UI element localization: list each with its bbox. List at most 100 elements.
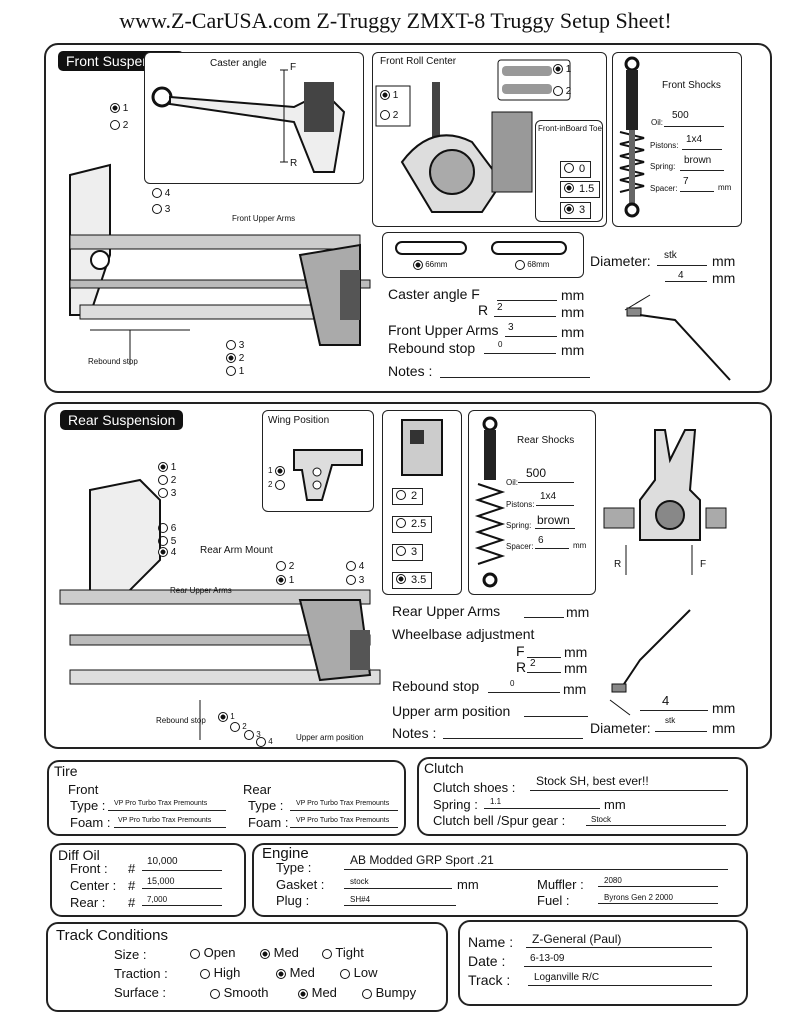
engine-fuel-value[interactable]: Byrons Gen 2 2000 <box>604 893 673 902</box>
race-date-value[interactable]: 6-13-09 <box>530 953 565 964</box>
roll-center-right-opt-1[interactable]: 1 <box>553 64 571 75</box>
track-size-opt-open[interactable]: Open <box>190 945 235 960</box>
front-rod-drawing <box>624 294 731 381</box>
rear-shock-drawing <box>474 416 506 588</box>
race-track-label: Track : <box>468 972 511 988</box>
front-caster-r-label: R <box>478 302 489 318</box>
rear-hole-opt-5[interactable]: 5 <box>158 536 176 547</box>
rear-bottom-hole-3[interactable]: 3 <box>244 730 261 740</box>
track-surface-opt-bumpy[interactable]: Bumpy <box>362 985 416 1000</box>
rear-diameter-value[interactable]: stk <box>665 716 676 725</box>
clutch-bell-value[interactable]: Stock <box>591 815 612 824</box>
rear-bottom-hole-2[interactable]: 2 <box>230 722 247 732</box>
front-caster-f-label: Caster angle F <box>388 286 480 302</box>
rear-bottom-hole-1[interactable]: 1 <box>218 712 235 722</box>
tire-front-type-value[interactable]: VP Pro Turbo Trax Premounts <box>114 800 208 807</box>
rear-hole-opt-4[interactable]: 4 <box>158 547 176 558</box>
track-traction-opt-high[interactable]: High <box>200 965 240 980</box>
front-diameter-value2[interactable]: 4 <box>678 270 684 281</box>
rear-pistons-value[interactable]: 1x4 <box>540 491 557 502</box>
tire-rear-type-value[interactable]: VP Pro Turbo Trax Premounts <box>296 800 390 807</box>
diff-front-value[interactable]: 10,000 <box>147 856 178 867</box>
front-bottom-opt-2[interactable]: 2 <box>226 353 244 364</box>
rear-hub-opt-3-5[interactable]: 3.5 <box>392 572 433 589</box>
toe-opt-3[interactable]: 3 <box>560 202 592 219</box>
rear-arm-mount-opt-1[interactable]: 1 <box>276 575 294 586</box>
track-size-opt-med[interactable]: Med <box>260 945 299 960</box>
front-spring-value[interactable]: brown <box>684 155 712 166</box>
roll-center-left-opt-1[interactable]: 1 <box>380 90 398 101</box>
toe-opt-1-5[interactable]: 1.5 <box>560 181 601 198</box>
front-hole-opt-2[interactable]: 2 <box>110 120 128 131</box>
front-rebound-label: Rebound stop <box>388 340 476 356</box>
rear-arm-mount-opt-4[interactable]: 4 <box>346 561 364 572</box>
front-upper-arms-value[interactable]: 3 <box>508 322 514 333</box>
front-hole-opt-3[interactable]: 3 <box>152 204 170 215</box>
front-shocks-title: Front Shocks <box>662 80 721 91</box>
rear-spring-label: Spring: <box>506 521 532 530</box>
driver-name-value[interactable]: Z-General (Paul) <box>532 932 622 946</box>
front-shock-drawing <box>619 56 645 218</box>
front-spacer-value[interactable]: 7 <box>683 176 689 187</box>
race-track-value[interactable]: Loganville R/C <box>534 972 600 983</box>
rear-diameter-value2[interactable]: 4 <box>662 693 670 708</box>
rear-oil-value[interactable]: 500 <box>526 466 547 480</box>
rear-hole-opt-2[interactable]: 2 <box>158 475 176 486</box>
track-traction-opt-med[interactable]: Med <box>276 965 315 980</box>
front-bottom-opt-3[interactable]: 3 <box>226 340 244 351</box>
rear-diameter-unit2: mm <box>712 700 736 716</box>
rear-hub-opt-3[interactable]: 3 <box>392 544 424 561</box>
rear-notes-label: Notes : <box>392 725 437 741</box>
track-surface-opt-med[interactable]: Med <box>298 985 337 1000</box>
rear-notes-line[interactable] <box>443 738 583 739</box>
rear-spacer-value[interactable]: 6 <box>538 535 544 546</box>
diff-center-value[interactable]: 15,000 <box>147 876 175 886</box>
engine-plug-value[interactable]: SH#4 <box>350 895 371 904</box>
clutch-spring-label: Spring : <box>433 797 478 812</box>
roll-center-left-opt-2[interactable]: 2 <box>380 110 398 121</box>
caster-angle-title: Caster angle <box>210 58 267 69</box>
engine-fuel-label: Fuel : <box>537 893 570 908</box>
wheelbase-r-value[interactable]: 2 <box>530 658 536 669</box>
front-pistons-value[interactable]: 1x4 <box>686 134 703 145</box>
rear-spring-value[interactable]: brown <box>537 513 570 527</box>
tire-front-label: Front <box>68 782 99 797</box>
track-surface-opt-smooth[interactable]: Smooth <box>210 985 268 1000</box>
diff-rear-value[interactable]: 7,000 <box>147 895 168 904</box>
rear-hole-opt-6[interactable]: 6 <box>158 523 176 534</box>
rear-arm-mount-opt-3[interactable]: 3 <box>346 575 364 586</box>
engine-gasket-value[interactable]: stock <box>350 877 369 886</box>
rear-hole-opt-1[interactable]: 1 <box>158 462 176 473</box>
track-traction-label: Traction : <box>114 966 168 981</box>
front-caster-r-value[interactable]: 2 <box>497 302 503 313</box>
tire-rear-foam-value[interactable]: VP Pro Turbo Trax Premounts <box>296 817 390 824</box>
rear-hub-opt-2[interactable]: 2 <box>392 488 424 505</box>
toe-opt-0[interactable]: 0 <box>560 161 592 178</box>
track-traction-opt-low[interactable]: Low <box>340 965 377 980</box>
front-bottom-opt-1[interactable]: 1 <box>226 366 244 377</box>
rear-bottom-hole-4[interactable]: 4 <box>256 737 273 747</box>
front-hole-opt-1[interactable]: 1 <box>110 103 128 114</box>
track-size-opt-tight[interactable]: Tight <box>322 945 364 960</box>
rear-rebound-value[interactable]: 0 <box>510 679 515 688</box>
front-diameter-value[interactable]: stk <box>664 250 677 261</box>
engine-type-value[interactable]: AB Modded GRP Sport .21 <box>350 853 494 867</box>
front-oil-value[interactable]: 500 <box>672 110 689 121</box>
clutch-shoes-value[interactable]: Stock SH, best ever!! <box>536 774 649 788</box>
front-mount-opt-66[interactable]: 66mm <box>413 260 447 270</box>
front-notes-line[interactable] <box>440 377 590 378</box>
front-hole-opt-4[interactable]: 4 <box>152 188 170 199</box>
front-rebound-value[interactable]: 0 <box>498 340 503 349</box>
clutch-spring-value[interactable]: 1.1 <box>490 797 502 806</box>
clutch-shoes-label: Clutch shoes : <box>433 780 516 795</box>
roll-center-right-opt-2[interactable]: 2 <box>553 86 571 97</box>
wing-opt-1[interactable]: 1 <box>268 466 285 476</box>
rear-hub-opt-2-5[interactable]: 2.5 <box>392 516 433 533</box>
engine-muffler-value[interactable]: 2080 <box>604 876 622 885</box>
front-notes-label: Notes : <box>388 363 433 379</box>
wing-opt-2[interactable]: 2 <box>268 480 285 490</box>
front-mount-opt-68[interactable]: 68mm <box>515 260 549 270</box>
rear-hole-opt-3[interactable]: 3 <box>158 488 176 499</box>
tire-front-foam-value[interactable]: VP Pro Turbo Trax Premounts <box>118 817 212 824</box>
rear-arm-mount-opt-2[interactable]: 2 <box>276 561 294 572</box>
